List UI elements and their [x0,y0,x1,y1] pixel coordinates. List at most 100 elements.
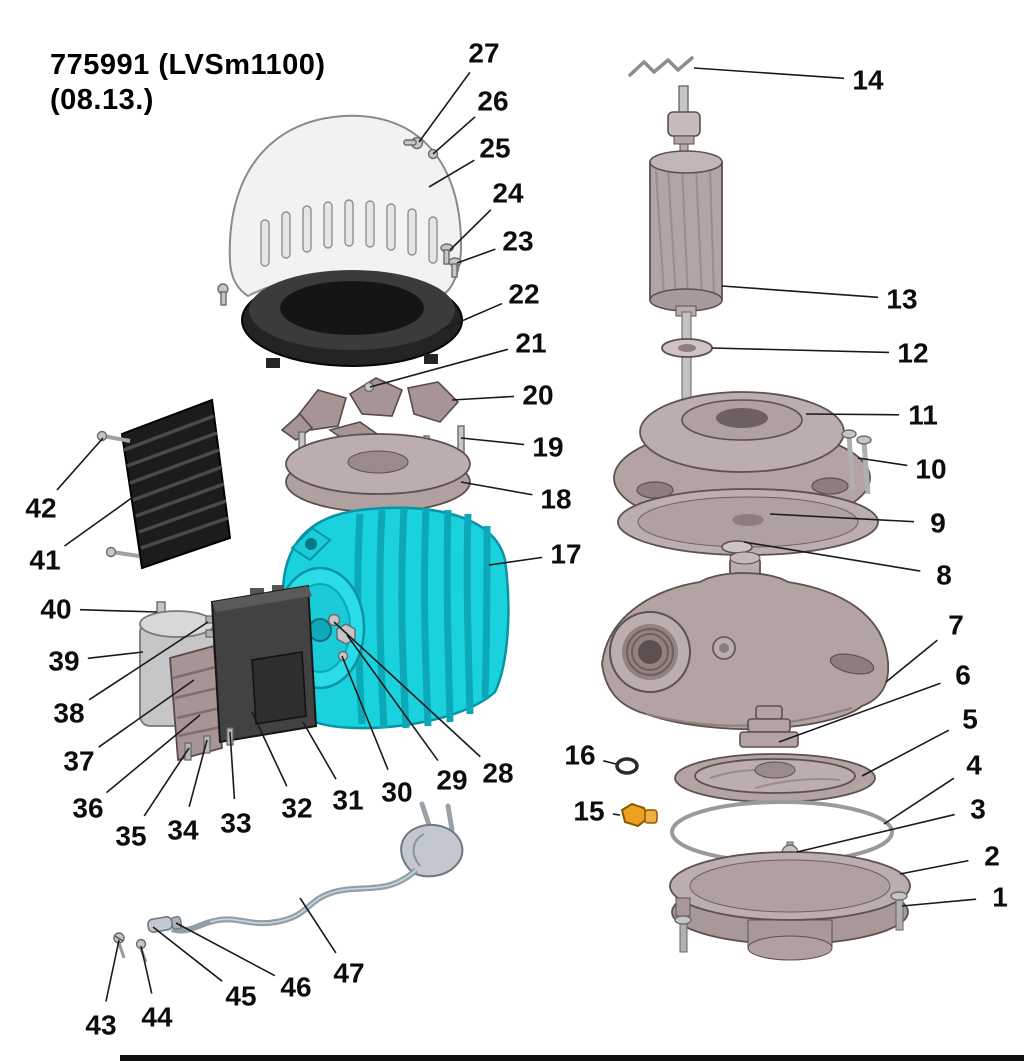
leader-line-17 [488,556,543,566]
leader-line-39 [87,651,144,660]
callout-7: 7 [948,610,964,641]
callouts-layer: 1234567891011121314151617181920212223242… [25,38,1007,1041]
leader-line-42 [56,437,104,491]
leader-line-28 [333,621,481,758]
leader-line-26 [432,116,476,155]
part-radiator [96,398,232,570]
leader-line-14 [693,67,845,80]
title-line-2: (08.13.) [50,84,154,117]
leader-line-4 [883,777,955,825]
part-bolts-10 [841,429,872,495]
callout-29: 29 [436,765,467,796]
part-diffuser [739,705,799,748]
leader-line-37 [98,679,195,748]
part-bolt-1 [890,891,908,931]
leader-line-23 [456,248,496,264]
callout-24: 24 [492,178,524,209]
leader-line-38 [88,621,209,701]
leader-line-18 [460,481,533,496]
callout-15: 15 [573,796,604,827]
callout-6: 6 [955,660,971,691]
callout-35: 35 [115,821,146,852]
part-bearing-12 [661,338,713,358]
part-terminal-strip [169,644,223,762]
leader-line-29 [346,634,439,762]
part-clip-14 [628,56,694,77]
leader-line-24 [449,209,492,251]
callout-26: 26 [477,86,508,117]
leader-line-44 [140,945,153,994]
leader-line-43 [105,939,120,1002]
part-drain-plug-15 [620,802,658,828]
leader-line-22 [440,302,503,331]
leader-line-32 [251,711,288,787]
part-bottom-casing [669,851,911,961]
callout-41: 41 [29,545,60,576]
callout-46: 46 [280,972,311,1003]
callout-45: 45 [225,981,256,1012]
leader-line-1 [901,898,977,907]
leader-line-34 [188,739,208,808]
callout-25: 25 [479,133,510,164]
cover-side-bolt [217,283,229,306]
callout-40: 40 [40,594,71,625]
leader-line-46 [175,922,276,977]
leader-line-33 [229,731,236,800]
screw-21 [363,381,375,393]
callout-18: 18 [540,484,571,515]
leader-line-10 [857,457,908,467]
part-pump-housing [601,551,890,731]
cover-vent-slots [260,199,438,267]
part-motor-cover [217,114,463,306]
callout-37: 37 [63,746,94,777]
title-line-1: 775991 (LVSm1100) [50,49,326,81]
callout-11: 11 [908,400,938,431]
leader-line-5 [861,729,950,777]
part-stator-cap [285,425,471,513]
leader-line-11 [805,413,900,416]
leader-line-2 [899,859,969,875]
leader-line-12 [711,347,890,354]
callout-4: 4 [966,750,982,781]
callout-23: 23 [502,226,533,257]
leader-line-36 [105,714,201,794]
leader-line-40 [79,608,158,613]
callout-1: 1 [992,882,1008,913]
leader-line-3 [796,813,955,853]
callout-12: 12 [897,338,928,369]
part-control-box [184,584,318,761]
pump-outlet-thread [609,611,691,693]
leader-line-25 [428,159,475,188]
leader-line-8 [743,541,921,572]
callout-38: 38 [53,698,84,729]
callout-39: 39 [48,646,79,677]
callout-21: 21 [515,328,546,359]
part-power-cord [113,801,464,963]
part-long-screws-42 [96,430,140,558]
callout-33: 33 [220,808,251,839]
callout-30: 30 [381,777,412,808]
callout-5: 5 [962,704,978,735]
callout-22: 22 [508,279,539,310]
callout-44: 44 [141,1002,173,1033]
callout-3: 3 [970,794,986,825]
part-o-ring-16 [615,757,639,775]
leader-line-45 [152,926,223,982]
leader-line-35 [143,747,190,817]
callout-19: 19 [532,432,563,463]
callout-8: 8 [936,560,952,591]
leader-line-30 [341,655,389,771]
callout-36: 36 [72,793,103,824]
callout-31: 31 [332,785,363,816]
part-bolt-left [674,915,692,953]
callout-2: 2 [984,841,1000,872]
part-rotor [649,85,723,456]
leader-line-19 [460,437,525,446]
callout-42: 42 [25,493,56,524]
leader-line-7 [885,639,938,683]
part-impeller [674,753,876,803]
leader-line-31 [302,721,337,780]
callout-16: 16 [564,740,595,771]
